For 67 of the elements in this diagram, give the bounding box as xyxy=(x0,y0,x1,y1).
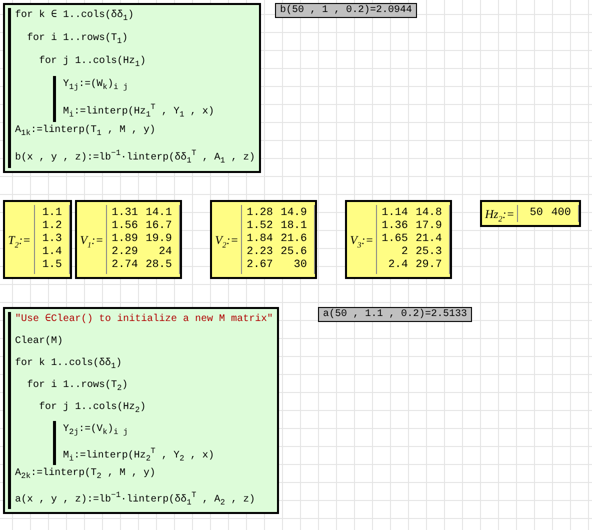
code-line: Y$_{2}$$_{j}$:=(V$_{k}$)$_{i j}$ xyxy=(63,423,128,439)
matrix-region xyxy=(75,200,182,279)
matrix-cell-text: 2.74 xyxy=(110,259,138,272)
matrix-cell-text: 1.65 xyxy=(380,233,408,246)
string-literal: "Use ∈Clear() to initialize a new M matrix" xyxy=(15,313,274,327)
matrix-cell-text: 1.36 xyxy=(380,220,408,233)
matrix-cell-text: 30 xyxy=(292,259,307,272)
matrix-cell-text: 1.5 xyxy=(41,259,62,272)
matrix-cell-text: 1.52 xyxy=(246,220,273,233)
matrix-cell-text: 28.5 xyxy=(144,259,172,272)
matrix-cell-text: 1.14 xyxy=(380,207,408,220)
matrix-cell-text: 1.84 xyxy=(246,233,273,246)
matrix-name: V$_{3}$:= xyxy=(350,232,374,251)
matrix-cell-text: 14.8 xyxy=(414,207,442,220)
matrix-cell-text: 1.28 xyxy=(246,207,273,220)
matrix-cell-text: 21.4 xyxy=(414,233,442,246)
matrix-cell-text: 2.23 xyxy=(246,246,273,259)
matrix-cell-text: 19.9 xyxy=(144,233,172,246)
matrix-cell-text: 1.56 xyxy=(110,220,138,233)
code-line: M$_{i}$:=linterp(Hz$_{2}$$^{T}$ , Y$_{2}$ , x) xyxy=(63,446,214,466)
matrix-region xyxy=(210,200,317,279)
code-line: for j 1..cols(Hz$_{1}$) xyxy=(39,55,146,71)
matrix-cell-text: 29.7 xyxy=(414,259,442,272)
matrix-name: Hz$_{2}$:= xyxy=(485,206,514,225)
matrix-cell-text: 1.4 xyxy=(41,246,62,259)
matrix-cell-text: 25.6 xyxy=(280,246,307,259)
code-line: Y$_{1}$$_{j}$:=(W$_{k}$)$_{i j}$ xyxy=(63,78,128,94)
code-line: for k ∈ 1..cols(δδ$_{1}$) xyxy=(15,9,134,25)
code-line: a(x , y , z):=lb$^{−1}$·linterp(δδ$_{1}$$^{T}$ , A$_{2}$ , z) xyxy=(15,490,256,510)
matrix-cell-text: 2.4 xyxy=(387,259,408,272)
matrix-cell-text: 1.1 xyxy=(41,207,62,220)
matrix-cell-text: 400 xyxy=(550,207,571,220)
code-line: for i 1..rows(T$_{2}$) xyxy=(27,379,128,395)
matrix-cell-text: 2.29 xyxy=(110,246,138,259)
code-line: for i 1..rows(T$_{1}$) xyxy=(27,32,128,48)
matrix-cell-text: 2.67 xyxy=(246,259,273,272)
matrix-name: T$_{2}$:= xyxy=(8,232,31,251)
matrix-cell-text: 1.2 xyxy=(41,220,62,233)
matrix-name: V$_{2}$:= xyxy=(215,232,238,251)
matrix-cell-text: 16.7 xyxy=(144,220,172,233)
code-line: M$_{i}$:=linterp(Hz$_{1}$$^{T}$ , Y$_{1}$ , x) xyxy=(63,102,214,122)
matrix-cell-text: 25.3 xyxy=(414,246,442,259)
code-line: Clear(M) xyxy=(15,335,64,349)
matrix-region xyxy=(480,200,581,227)
matrix-cell-text: 2 xyxy=(400,246,408,259)
matrix-region xyxy=(3,200,72,279)
matrix-cell-text: 18.1 xyxy=(280,220,307,233)
code-region xyxy=(3,3,261,173)
matrix-name: V$_{1}$:= xyxy=(80,232,104,251)
matrix-cell-text: 17.9 xyxy=(414,220,442,233)
matrix-region xyxy=(345,200,452,279)
code-line: for k 1..cols(δδ$_{1}$) xyxy=(15,357,122,373)
matrix-cell-text: 24 xyxy=(158,246,172,259)
matrix-cell-text: 1.89 xyxy=(110,233,138,246)
code-line: for j 1..cols(Hz$_{2}$) xyxy=(39,401,146,417)
matrix-cell-text: 14.9 xyxy=(280,207,307,220)
matrix-cell-text: 21.6 xyxy=(280,233,307,246)
matrix-cell-text: 50 xyxy=(528,207,543,220)
matrix-cell-text: 1.3 xyxy=(41,233,62,246)
matrix-cell-text: 14.1 xyxy=(144,207,172,220)
code-region xyxy=(3,307,279,514)
matrix-cell-text: 1.31 xyxy=(110,207,138,220)
result-field: a(50 , 1.1 , 0.2)=2.5133 xyxy=(318,307,472,322)
code-line: A$_{1}$$_{k}$:=linterp(T$_{1}$ , M , y) xyxy=(15,124,156,140)
result-field: b(50 , 1 , 0.2)=2.0944 xyxy=(275,3,418,18)
code-line: b(x , y , z):=lb$^{−1}$·linterp(δδ$_{1}$$^{T}$ , A$_{1}$ , z) xyxy=(15,148,256,168)
code-line: A$_{2}$$_{k}$:=linterp(T$_{2}$ , M , y) xyxy=(15,467,156,483)
